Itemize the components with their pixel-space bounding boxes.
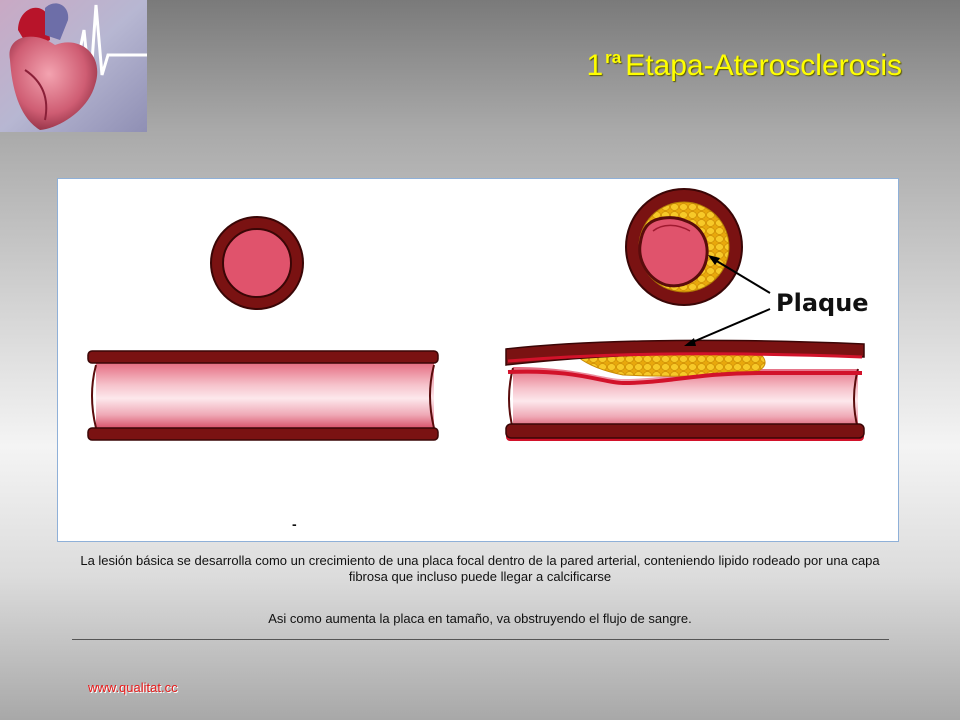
plaque-label: Plaque [776, 289, 869, 317]
artery-illustration: Plaque - [57, 178, 899, 542]
heart-logo [0, 0, 147, 132]
diseased-artery-cross-section [625, 188, 743, 306]
minor-mark: - [292, 516, 297, 532]
obstruction-paragraph: Asi como aumenta la placa en tamaño, va … [268, 611, 692, 626]
plaque-pointer-arrows [684, 255, 771, 346]
healthy-artery-longitudinal [87, 350, 439, 441]
title-number: 1 [586, 49, 604, 82]
healthy-artery-cross-section [210, 216, 304, 310]
title-superscript: ra [605, 48, 622, 67]
diseased-artery-longitudinal [505, 339, 865, 441]
title-text: Etapa-Aterosclerosis [625, 49, 902, 82]
divider-line [72, 639, 889, 640]
description-paragraph: La lesión básica se desarrolla como un c… [80, 553, 880, 584]
website-link[interactable]: www.qualitat.cc [88, 680, 178, 695]
